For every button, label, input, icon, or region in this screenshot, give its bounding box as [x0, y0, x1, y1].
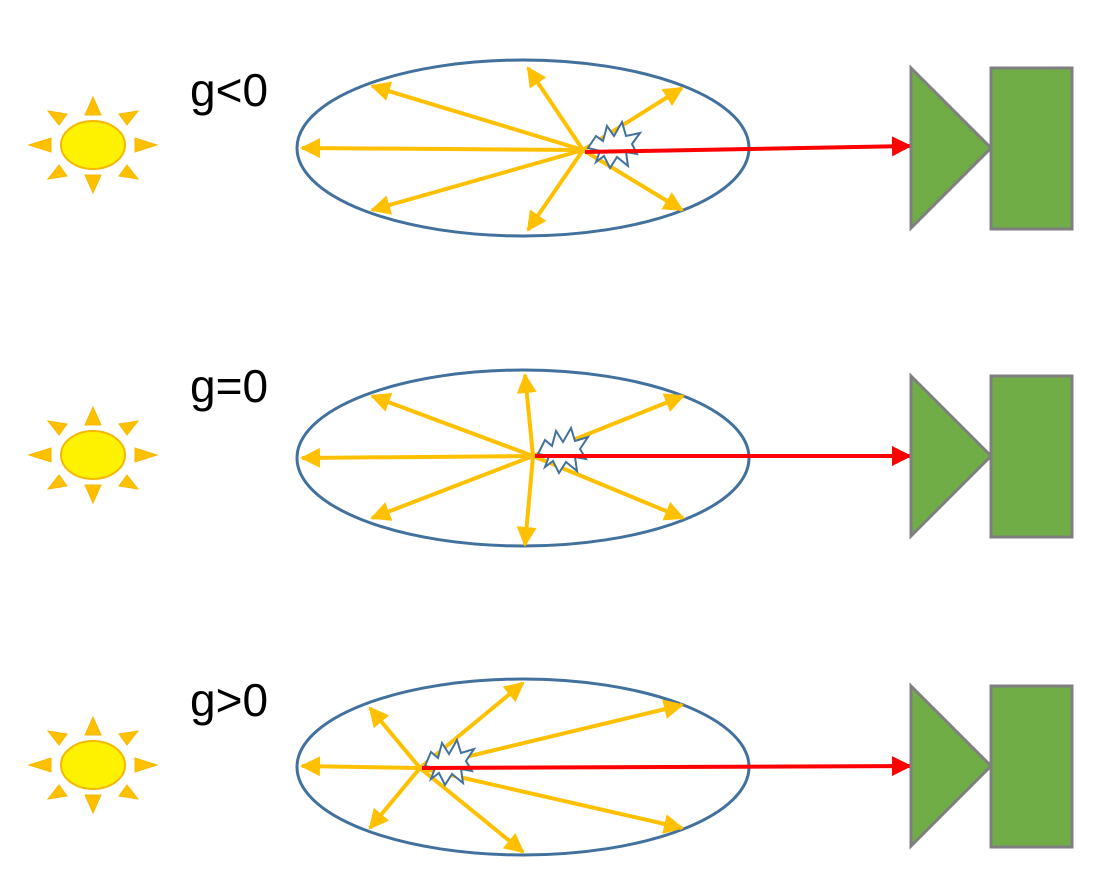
row-g-zero: g=0: [27, 360, 1074, 548]
detector-icon: [909, 64, 1074, 232]
g-positive-label: g>0: [190, 674, 268, 726]
g-zero-label: g=0: [190, 360, 268, 412]
sun-icon: [27, 715, 159, 815]
starburst-icon: [536, 425, 591, 476]
row-g-negative: g<0: [27, 58, 1074, 238]
direct-ray-arrow: [421, 756, 912, 777]
sun-icon: [27, 95, 159, 195]
detector-icon: [909, 682, 1074, 850]
starburst-icon: [586, 119, 643, 171]
g-negative-label: g<0: [190, 64, 268, 116]
sun-icon: [27, 405, 159, 505]
scatter-arrows: [300, 66, 684, 232]
row-g-positive: g>0: [27, 674, 1074, 857]
direct-ray-arrow: [584, 136, 912, 157]
detector-icon: [909, 372, 1074, 540]
